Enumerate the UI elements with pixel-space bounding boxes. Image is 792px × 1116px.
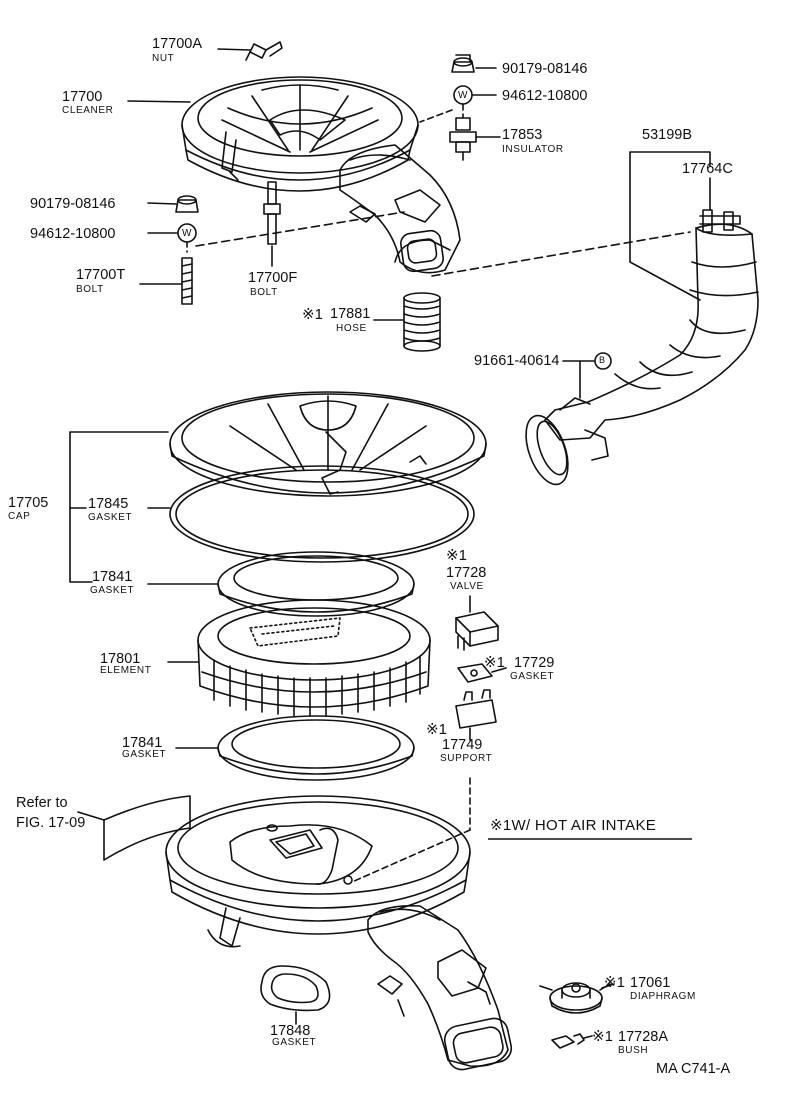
leader-90179-left — [147, 202, 177, 205]
part-name-17700t: BOLT — [76, 284, 104, 295]
diaphragm-icon — [539, 982, 611, 1014]
leader-17700a — [217, 48, 251, 51]
part-number-17700: 17700 — [62, 89, 103, 105]
reference-line-1: Refer to — [16, 795, 68, 811]
part-number-91661: 91661-40614 — [474, 353, 560, 369]
gasket-17845-icon — [169, 465, 475, 563]
bracket-53199b — [629, 151, 711, 301]
part-number-17061: 17061 — [630, 975, 671, 991]
part-name-17848: GASKET — [272, 1037, 317, 1048]
part-number-17848: 17848 — [270, 1023, 311, 1039]
insulator-icon — [449, 117, 477, 161]
valve-gasket-icon — [457, 663, 493, 683]
part-number-17801: 17801 — [100, 651, 141, 667]
part-number-17728: 17728 — [446, 565, 487, 581]
part-number-17700a: 17700A — [152, 36, 202, 52]
bolt-17700f-icon — [263, 181, 281, 245]
part-name-17841-lower: GASKET — [122, 749, 167, 760]
part-number-17705: 17705 — [8, 495, 49, 511]
part-number-17845: 17845 — [88, 496, 129, 512]
reference-sheet-icon — [103, 795, 191, 861]
flange-nut-icon-left — [175, 195, 199, 213]
mark-17061: ※1 — [604, 974, 625, 991]
wing-nut-icon — [245, 41, 283, 61]
cap-icon — [169, 391, 487, 497]
valve-icon — [455, 611, 499, 651]
bolt-17700t-icon — [181, 257, 193, 305]
part-number-94612-top: 94612-10800 — [502, 88, 588, 104]
mark-17881: ※1 — [302, 306, 323, 323]
air-cleaner-assembly-icon — [181, 76, 461, 274]
washer-mark-top: W — [458, 90, 469, 101]
mark-17729: ※1 — [484, 654, 505, 671]
note-underline — [488, 838, 692, 840]
part-name-17705: CAP — [8, 511, 31, 522]
part-name-17845: GASKET — [88, 512, 133, 523]
housing-body-icon — [165, 795, 513, 1071]
part-number-17764c: 17764C — [682, 161, 733, 177]
part-number-94612-left: 94612-10800 — [30, 226, 116, 242]
hose-icon — [403, 292, 441, 352]
bracket-17705 — [69, 431, 169, 583]
part-number-90179-top: 90179-08146 — [502, 61, 588, 77]
part-name-17700: CLEANER — [62, 105, 114, 116]
bush-icon — [551, 1033, 593, 1049]
part-name-17853: INSULATOR — [502, 144, 564, 155]
part-number-17841-lower: 17841 — [122, 735, 163, 751]
part-name-17728a: BUSH — [618, 1045, 649, 1056]
part-number-17881: 17881 — [330, 306, 371, 322]
part-number-17729: 17729 — [514, 655, 555, 671]
part-name-17841-upper: GASKET — [90, 585, 135, 596]
gasket-17841-lower-icon — [217, 715, 415, 781]
leader-17700 — [127, 100, 191, 103]
part-number-17700t: 17700T — [76, 267, 126, 283]
part-name-17801: ELEMENT — [100, 665, 152, 676]
filter-element-icon — [197, 599, 431, 717]
washer-mark-left: W — [182, 228, 193, 239]
part-number-17728a: 17728A — [618, 1029, 668, 1045]
part-number-17853: 17853 — [502, 127, 543, 143]
part-number-90179-left: 90179-08146 — [30, 196, 116, 212]
mark-17728a: ※1 — [592, 1028, 613, 1045]
part-number-53199b: 53199B — [642, 127, 692, 143]
part-number-17749: 17749 — [442, 737, 483, 753]
part-name-17749: SUPPORT — [440, 753, 493, 764]
part-name-17729: GASKET — [510, 671, 555, 682]
part-name-17700a: NUT — [152, 53, 175, 64]
air-duct-icon — [525, 209, 759, 486]
reference-line-2: FIG. 17-09 — [16, 815, 86, 831]
part-name-17728: VALVE — [450, 581, 484, 592]
bolt-mark: B — [599, 355, 606, 365]
mark-17749: ※1 — [426, 721, 447, 738]
flange-nut-icon — [451, 54, 475, 73]
diagram-code: MA C741-A — [656, 1061, 731, 1077]
gasket-17848-icon — [260, 965, 331, 1012]
part-name-17881: HOSE — [336, 323, 367, 334]
part-name-17700f: BOLT — [250, 287, 278, 298]
part-number-17841-upper: 17841 — [92, 569, 133, 585]
bolt-icon-91661 — [594, 352, 612, 370]
support-bracket-icon — [455, 689, 497, 729]
part-name-17061: DIAPHRAGM — [630, 991, 696, 1002]
part-number-17700f: 17700F — [248, 270, 298, 286]
hot-air-intake-note: ※1W/ HOT AIR INTAKE — [490, 817, 657, 834]
mark-17728: ※1 — [446, 547, 467, 564]
